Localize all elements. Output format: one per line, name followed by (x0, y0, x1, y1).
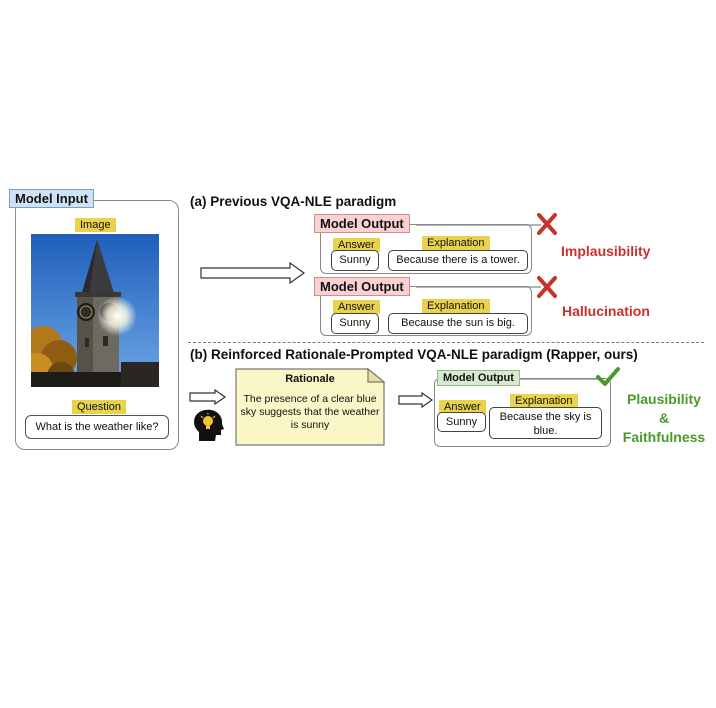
section-a-heading: (a) Previous VQA-NLE paradigm (190, 194, 397, 209)
arrow-icon (398, 392, 434, 408)
thinking-head-icon (194, 409, 224, 441)
answer-tag-2: Answer (333, 300, 380, 314)
section-divider (188, 342, 704, 343)
answer-box-2: Sunny (331, 313, 379, 334)
verdict-line-1: Plausibility (627, 391, 701, 407)
arrow-icon (200, 262, 306, 284)
output-2-title: Model Output (314, 277, 410, 296)
explanation-box-b: Because the sky is blue. (489, 407, 602, 439)
cross-icon (537, 213, 557, 235)
image-tag: Image (75, 218, 116, 232)
answer-box-1: Sunny (331, 250, 379, 271)
clock-tower-illustration (31, 234, 159, 387)
question-tag: Question (72, 400, 127, 414)
rationale-title: Rationale (285, 373, 335, 385)
verdict-implausibility: Implausibility (561, 243, 651, 259)
question-box: What is the weather like? (25, 415, 169, 439)
model-input-title: Model Input (9, 189, 94, 208)
answer-box-b: Sunny (437, 412, 486, 432)
verdict-line-2: & (658, 410, 670, 426)
rationale-note (235, 368, 385, 446)
output-1-title: Model Output (314, 214, 410, 233)
output-1-connector (416, 224, 541, 226)
output-2-connector (416, 286, 541, 288)
explanation-tag-2: Explanation (422, 299, 490, 313)
cross-icon (537, 276, 557, 298)
verdict-plausibility-faithfulness: Plausibility & Faithfulness (614, 390, 714, 447)
verdict-line-3: Faithfulness (622, 429, 706, 445)
output-b-connector (520, 378, 600, 380)
arrow-icon (189, 389, 227, 405)
explanation-box-1: Because there is a tower. (388, 250, 528, 271)
explanation-tag-1: Explanation (422, 236, 490, 250)
verdict-hallucination: Hallucination (562, 303, 650, 319)
output-b-title: Model Output (437, 370, 520, 386)
answer-tag-b: Answer (439, 400, 486, 414)
clock-tower-photo (31, 234, 159, 387)
explanation-tag-b: Explanation (510, 394, 578, 408)
rationale-text: The presence of a clear blue sky suggest… (240, 393, 380, 431)
section-b-heading: (b) Reinforced Rationale-Prompted VQA-NL… (190, 347, 638, 362)
answer-tag-1: Answer (333, 238, 380, 252)
explanation-box-2: Because the sun is big. (388, 313, 528, 334)
check-icon (596, 367, 620, 386)
